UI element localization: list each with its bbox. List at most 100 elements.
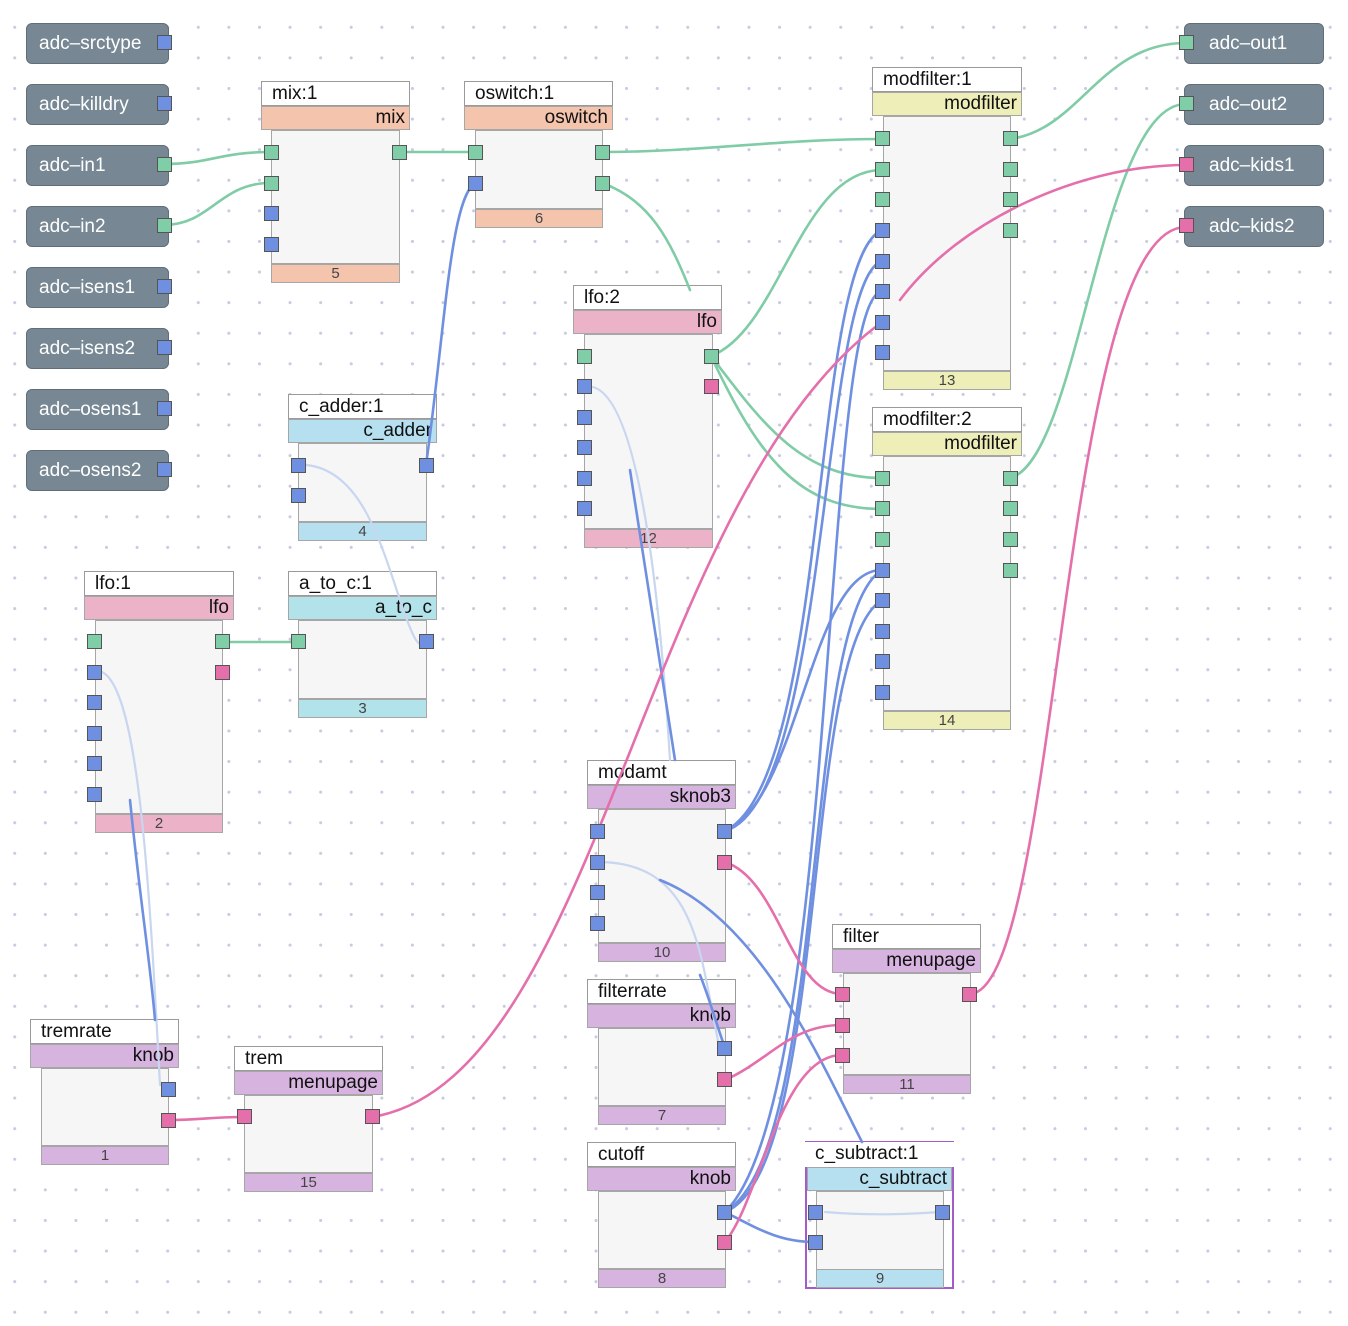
port-audio[interactable] (875, 162, 890, 177)
node-title[interactable]: a_to_c:1 (288, 571, 437, 596)
port-audio[interactable] (215, 634, 230, 649)
port-control[interactable] (87, 787, 102, 802)
port-control[interactable] (875, 563, 890, 578)
port-audio[interactable] (1003, 192, 1018, 207)
port-audio[interactable] (264, 145, 279, 160)
ext-output-adc-kids2[interactable]: adc–kids2 (1184, 206, 1324, 247)
port-control[interactable] (875, 654, 890, 669)
node-title[interactable]: c_adder:1 (288, 394, 437, 419)
port-control[interactable] (808, 1235, 823, 1250)
ext-input-adc-in1[interactable]: adc–in1 (26, 145, 169, 186)
port-audio[interactable] (87, 634, 102, 649)
node-title[interactable]: modamt (587, 760, 736, 785)
port-control[interactable] (264, 237, 279, 252)
port-midi[interactable] (717, 855, 732, 870)
port-control[interactable] (577, 410, 592, 425)
port-midi[interactable] (704, 379, 719, 394)
port-control[interactable] (157, 340, 172, 355)
ext-output-adc-out1[interactable]: adc–out1 (1184, 23, 1324, 64)
port-audio[interactable] (1003, 162, 1018, 177)
port-audio[interactable] (157, 157, 172, 172)
port-control[interactable] (87, 756, 102, 771)
port-audio[interactable] (1003, 223, 1018, 238)
port-control[interactable] (419, 634, 434, 649)
port-control[interactable] (264, 206, 279, 221)
port-control[interactable] (875, 624, 890, 639)
port-midi[interactable] (717, 1235, 732, 1250)
port-control[interactable] (157, 35, 172, 50)
port-control[interactable] (717, 1041, 732, 1056)
port-midi[interactable] (215, 665, 230, 680)
port-control[interactable] (590, 885, 605, 900)
node-title[interactable]: mix:1 (261, 81, 410, 106)
port-control[interactable] (717, 1205, 732, 1220)
ext-output-adc-kids1[interactable]: adc–kids1 (1184, 145, 1324, 186)
port-control[interactable] (291, 488, 306, 503)
port-control[interactable] (157, 462, 172, 477)
port-control[interactable] (87, 695, 102, 710)
port-audio[interactable] (875, 532, 890, 547)
port-control[interactable] (717, 824, 732, 839)
port-midi[interactable] (835, 1018, 850, 1033)
port-audio[interactable] (1179, 35, 1194, 50)
port-control[interactable] (875, 284, 890, 299)
port-audio[interactable] (264, 176, 279, 191)
port-audio[interactable] (595, 145, 610, 160)
node-title[interactable]: lfo:1 (84, 571, 234, 596)
port-control[interactable] (87, 726, 102, 741)
port-audio[interactable] (1003, 532, 1018, 547)
port-control[interactable] (875, 593, 890, 608)
port-audio[interactable] (1003, 471, 1018, 486)
port-audio[interactable] (704, 349, 719, 364)
ext-input-adc-srctype[interactable]: adc–srctype (26, 23, 169, 64)
node-title[interactable]: modfilter:1 (872, 67, 1022, 92)
port-control[interactable] (161, 1082, 176, 1097)
port-audio[interactable] (291, 634, 306, 649)
port-control[interactable] (157, 96, 172, 111)
port-control[interactable] (935, 1205, 950, 1220)
port-control[interactable] (87, 665, 102, 680)
port-midi[interactable] (161, 1113, 176, 1128)
ext-output-adc-out2[interactable]: adc–out2 (1184, 84, 1324, 125)
port-control[interactable] (468, 176, 483, 191)
node-title[interactable]: filterrate (587, 979, 736, 1004)
port-audio[interactable] (875, 192, 890, 207)
ext-input-adc-isens1[interactable]: adc–isens1 (26, 267, 169, 308)
port-audio[interactable] (1179, 96, 1194, 111)
port-control[interactable] (590, 855, 605, 870)
port-audio[interactable] (875, 501, 890, 516)
port-control[interactable] (419, 458, 434, 473)
ext-input-adc-killdry[interactable]: adc–killdry (26, 84, 169, 125)
port-midi[interactable] (835, 1048, 850, 1063)
ext-input-adc-osens2[interactable]: adc–osens2 (26, 450, 169, 491)
node-title[interactable]: filter (832, 924, 981, 949)
node-title[interactable]: c_subtract:1 (805, 1142, 954, 1167)
port-control[interactable] (577, 379, 592, 394)
port-audio[interactable] (392, 145, 407, 160)
port-midi[interactable] (717, 1072, 732, 1087)
port-control[interactable] (808, 1205, 823, 1220)
port-midi[interactable] (1179, 157, 1194, 172)
port-audio[interactable] (875, 471, 890, 486)
port-midi[interactable] (835, 987, 850, 1002)
port-audio[interactable] (1003, 131, 1018, 146)
port-control[interactable] (590, 824, 605, 839)
port-control[interactable] (577, 440, 592, 455)
port-midi[interactable] (365, 1109, 380, 1124)
ext-input-adc-in2[interactable]: adc–in2 (26, 206, 169, 247)
port-audio[interactable] (577, 349, 592, 364)
node-title[interactable]: tremrate (30, 1019, 179, 1044)
port-audio[interactable] (595, 176, 610, 191)
port-control[interactable] (577, 471, 592, 486)
port-control[interactable] (875, 223, 890, 238)
port-audio[interactable] (468, 145, 483, 160)
port-control[interactable] (875, 254, 890, 269)
port-audio[interactable] (157, 218, 172, 233)
port-control[interactable] (875, 345, 890, 360)
port-control[interactable] (577, 501, 592, 516)
port-control[interactable] (157, 279, 172, 294)
port-midi[interactable] (237, 1109, 252, 1124)
node-title[interactable]: cutoff (587, 1142, 736, 1167)
port-control[interactable] (875, 315, 890, 330)
port-control[interactable] (291, 458, 306, 473)
